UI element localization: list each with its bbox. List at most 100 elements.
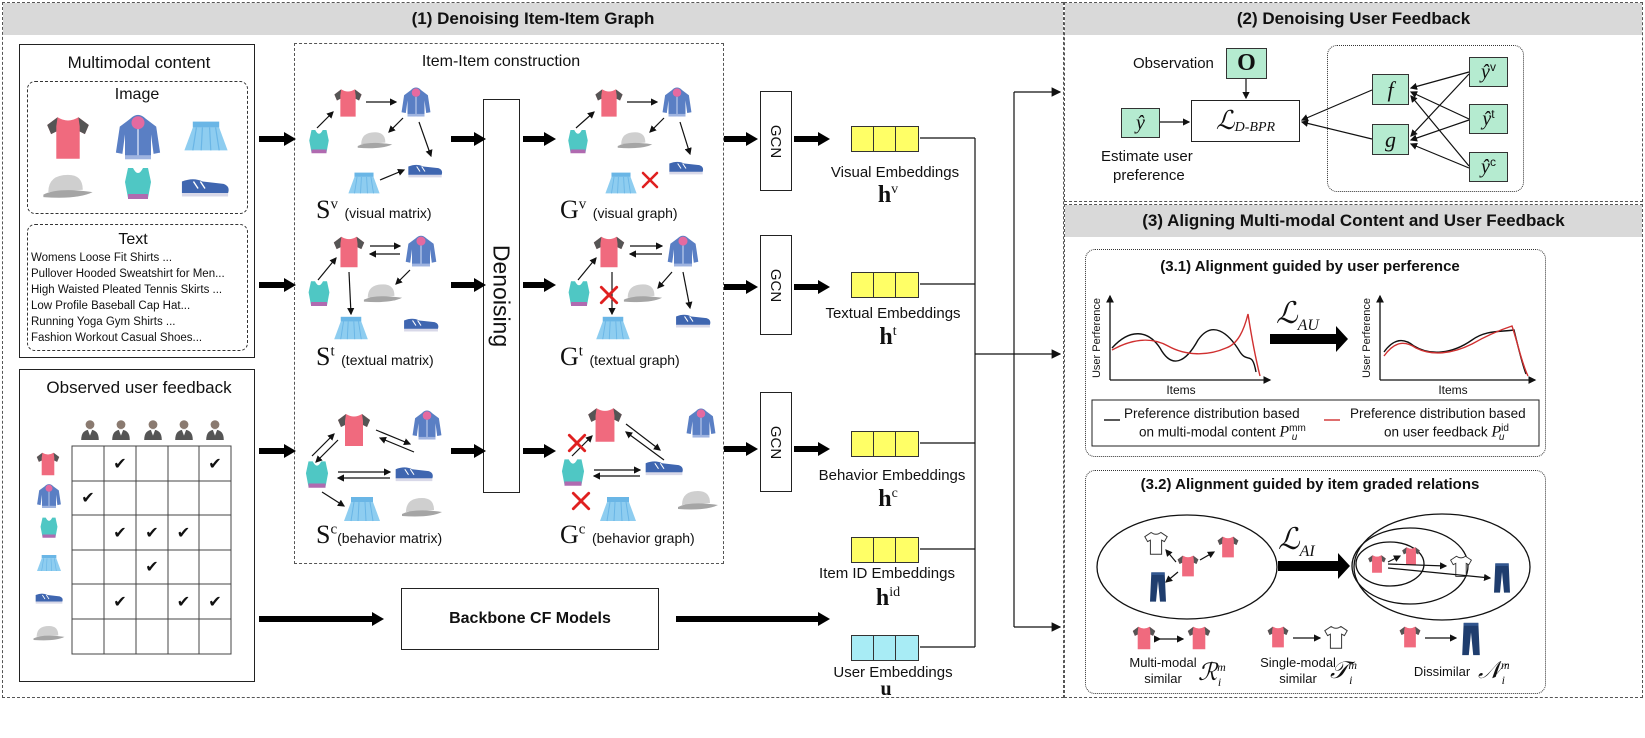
matrix-cell: ✔ [113, 455, 127, 473]
jeans-icon [1494, 563, 1510, 593]
visual-embeddings-label: Visual Embeddings [830, 164, 960, 181]
g-box: g [1372, 124, 1409, 155]
matrix-cell: ✔ [113, 593, 127, 611]
singlemodal-similar-1: Single-modal [1260, 655, 1336, 670]
construction-title: Item-Item construction [421, 53, 581, 70]
hv-symbol: hv [877, 182, 899, 208]
st-graph [308, 235, 439, 340]
embedding-connectors [920, 87, 1062, 648]
shirt-icon [1368, 555, 1386, 573]
matrix-cell: ✔ [176, 593, 191, 611]
multimodal-similar-1: Multi-modal [1129, 655, 1197, 670]
loss-ai-arrow [1278, 553, 1350, 579]
dissimilar-label: Dissimilar [1413, 664, 1471, 679]
itemid-embeddings-label: Item ID Embeddings [819, 565, 955, 582]
jeans-icon [1462, 622, 1480, 656]
matrix-cell: ✔ [81, 490, 95, 507]
ht-symbol: ht [879, 324, 897, 350]
matrix-cell: ✔ [145, 524, 159, 542]
gc-graph [561, 407, 718, 522]
alignment-user-title: (3.1) Alignment guided by user perferenc… [1160, 258, 1460, 275]
gcn-behavior-box: GCN [760, 392, 792, 492]
sv-graph [309, 86, 443, 194]
visual-embedding-bar [851, 126, 919, 152]
matrix-cell: ✔ [208, 455, 222, 473]
legend1-line1: Preference distribution based [1124, 406, 1300, 421]
estimate-label-1: Estimate user [1101, 148, 1193, 165]
loss-ai: ℒAI [1278, 523, 1315, 560]
legend1-line2: on multi-modal content Pmmu [1139, 423, 1306, 444]
feedback-title: Observed user feedback [46, 378, 232, 397]
denoising-box [483, 99, 520, 493]
text-line: Fashion Workout Casual Shoes... [31, 332, 203, 344]
observation-box: O [1226, 48, 1267, 79]
legend2-line1: Preference distribution based [1350, 406, 1526, 421]
chart1-xlabel: Items [1166, 383, 1196, 397]
gv-graph [568, 86, 704, 194]
image-label: Image [114, 86, 160, 103]
tshirt-icon [1144, 532, 1168, 555]
gc-label: Gc (behavior graph) [560, 520, 695, 549]
matrix-cell: ✔ [113, 524, 127, 542]
text-label: Text [118, 231, 148, 248]
shirt-icon [1402, 547, 1420, 565]
section3-frame [1064, 204, 1643, 698]
t-symbol: 𝒯mi [1330, 658, 1358, 687]
text-box [27, 224, 248, 351]
observation-label: Observation [1133, 55, 1214, 72]
gt-graph [568, 235, 711, 340]
multimodal-title: Multimodal content [67, 53, 211, 72]
user-embedding-bar [851, 635, 919, 661]
behavior-embeddings-label: Behavior Embeddings [818, 467, 966, 484]
loss-au: ℒAU [1276, 297, 1319, 334]
text-line: Low Profile Baseball Cap Hat... [31, 300, 191, 312]
behavior-embedding-bar [851, 431, 919, 457]
shirt-icon [1187, 626, 1211, 650]
matrix-cell: ✔ [208, 593, 222, 611]
loss-au-arrow [1270, 326, 1348, 352]
textual-embeddings-label: Textual Embeddings [825, 305, 961, 322]
singlemodal-similar-2: similar [1279, 671, 1317, 686]
text-line: Pullover Hooded Sweatshirt for Men... [31, 268, 225, 280]
sv-label: Sv (visual matrix) [316, 195, 432, 224]
matrix-cell: ✔ [145, 559, 159, 576]
jeans-icon [1150, 572, 1166, 602]
hid-symbol: hid [875, 585, 901, 611]
multimodal-similar-2: similar [1144, 671, 1182, 686]
n-symbol: 𝒩mi [1478, 658, 1510, 687]
text-line: Running Yoga Gym Shirts ... [31, 316, 176, 328]
alignment-item-title: (3.2) Alignment guided by item graded re… [1140, 476, 1480, 493]
user-embeddings-label: User Embeddings [833, 664, 953, 681]
sc-graph [305, 409, 443, 522]
section2-header: (2) Denoising User Feedback [1065, 3, 1642, 35]
sc-label: Sc(behavior matrix) [316, 520, 443, 549]
legend2-line2: on user feedback Pidu [1384, 423, 1509, 444]
text-line: High Waisted Pleated Tennis Skirts ... [31, 284, 223, 296]
r-symbol: ℛmi [1198, 660, 1226, 689]
shirt-icon [1177, 555, 1199, 577]
matrix-cell: ✔ [176, 524, 191, 542]
f-box: f [1372, 74, 1409, 105]
id-curve-1 [1111, 313, 1261, 377]
tshirt-icon [1324, 626, 1348, 649]
backbone-cf-box: Backbone CF Models [401, 588, 659, 650]
gt-label: Gt (textual graph) [560, 342, 680, 371]
alignment-user-box [1085, 249, 1546, 457]
shirt-icon [1217, 536, 1239, 558]
thick-arrows [259, 136, 818, 622]
itemid-embedding-bar [851, 537, 919, 563]
item-item-construction-box [294, 43, 724, 564]
thick-arrow-heads [284, 132, 830, 626]
section1-frame [2, 2, 1064, 698]
st-label: St (textual matrix) [316, 342, 434, 371]
yhat-box: ŷ [1121, 108, 1160, 138]
hc-symbol: hc [878, 486, 898, 512]
